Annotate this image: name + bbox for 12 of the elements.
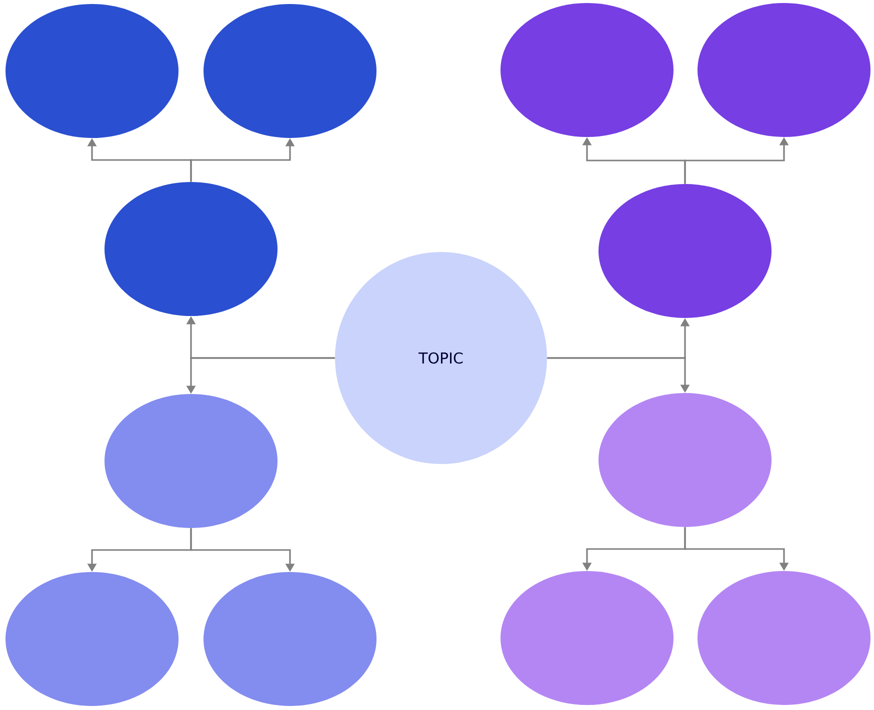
ellipse-shape: [6, 4, 178, 138]
ellipse-shape: [204, 572, 376, 706]
ellipse-shape: [598, 184, 772, 318]
ellipse-shape: [6, 572, 178, 706]
ellipse-shape: [104, 182, 278, 316]
ellipse-shape: [500, 3, 674, 137]
ellipse-shape: [500, 571, 674, 705]
ellipse-shape: [698, 3, 870, 137]
ellipse-shape: [204, 4, 376, 138]
ellipse-shape: [104, 394, 278, 528]
ellipse-shape: [598, 393, 772, 527]
ellipse-shape: [698, 571, 870, 705]
